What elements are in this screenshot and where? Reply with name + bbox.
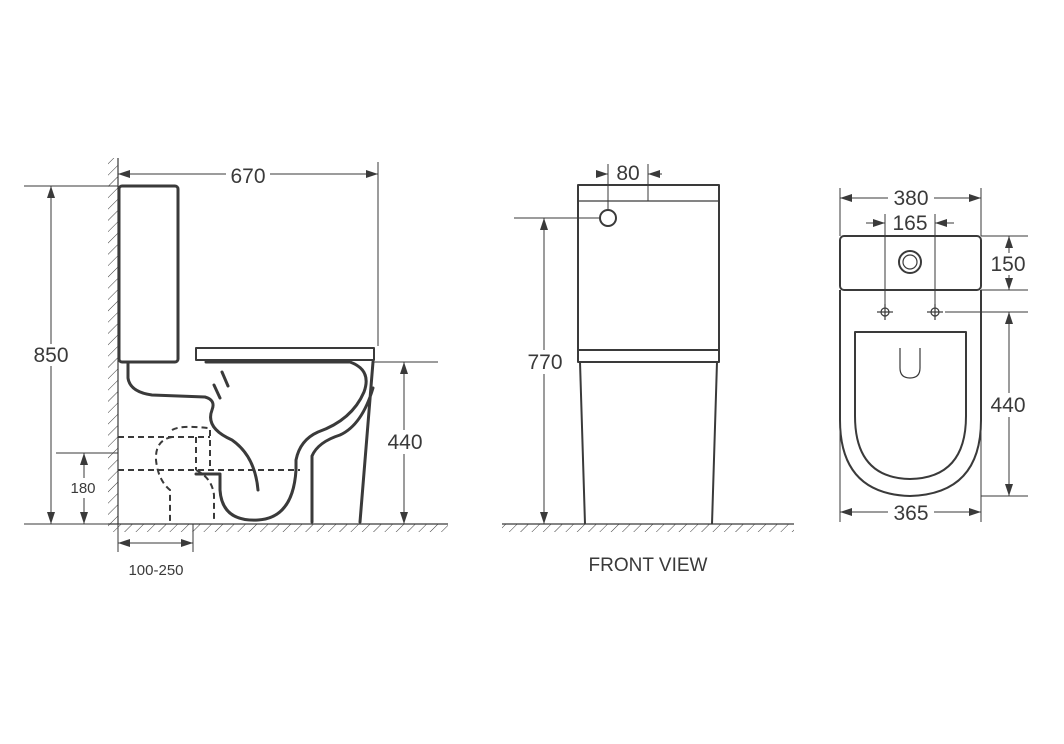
cistern-front [577, 184, 720, 351]
flush-button-top-inner [902, 254, 918, 270]
dim-tank-width-380: 380 [893, 187, 928, 210]
fixing-hole-left [877, 304, 893, 320]
dim-depth-670: 670 [230, 165, 265, 188]
dim-button-height-770: 770 [527, 351, 562, 374]
flush-button-front [599, 209, 617, 227]
dim-outlet-height-180: 180 [70, 480, 95, 497]
pedestal-front [579, 361, 718, 525]
wall-hatch [108, 158, 118, 524]
drain-top [899, 348, 921, 379]
top-view: 380 165 150 440 365 [839, 186, 1030, 525]
front-view-title: FRONT VIEW [589, 555, 708, 576]
front-view: 80 770 FRONT VIEW [502, 162, 794, 576]
floor-hatch-side [108, 524, 448, 532]
bowl-top-outer [839, 290, 982, 497]
drain-pipe-hidden [118, 425, 300, 522]
dim-button-offset-80: 80 [616, 162, 639, 185]
dim-tank-depth-150: 150 [990, 253, 1025, 276]
floor-hatch-front [502, 524, 794, 532]
dim-fixing-spacing-165: 165 [892, 212, 927, 235]
dim-wall-distance: 100-250 [128, 562, 183, 579]
seat-front [577, 349, 720, 363]
seat-side [195, 347, 375, 361]
fixing-hole-right [927, 304, 943, 320]
flush-button-top-outer [898, 250, 922, 274]
cistern-top [839, 235, 982, 291]
dim-seat-height-440: 440 [387, 431, 422, 454]
dim-bowl-width-365: 365 [893, 502, 928, 525]
dim-bowl-length-440: 440 [990, 394, 1025, 417]
bowl-top-inner [854, 331, 967, 480]
cistern-side [117, 184, 180, 364]
bowl-side [126, 360, 375, 524]
side-view: 670 850 440 180 100-250 [24, 158, 448, 579]
dim-height-850: 850 [33, 344, 68, 367]
